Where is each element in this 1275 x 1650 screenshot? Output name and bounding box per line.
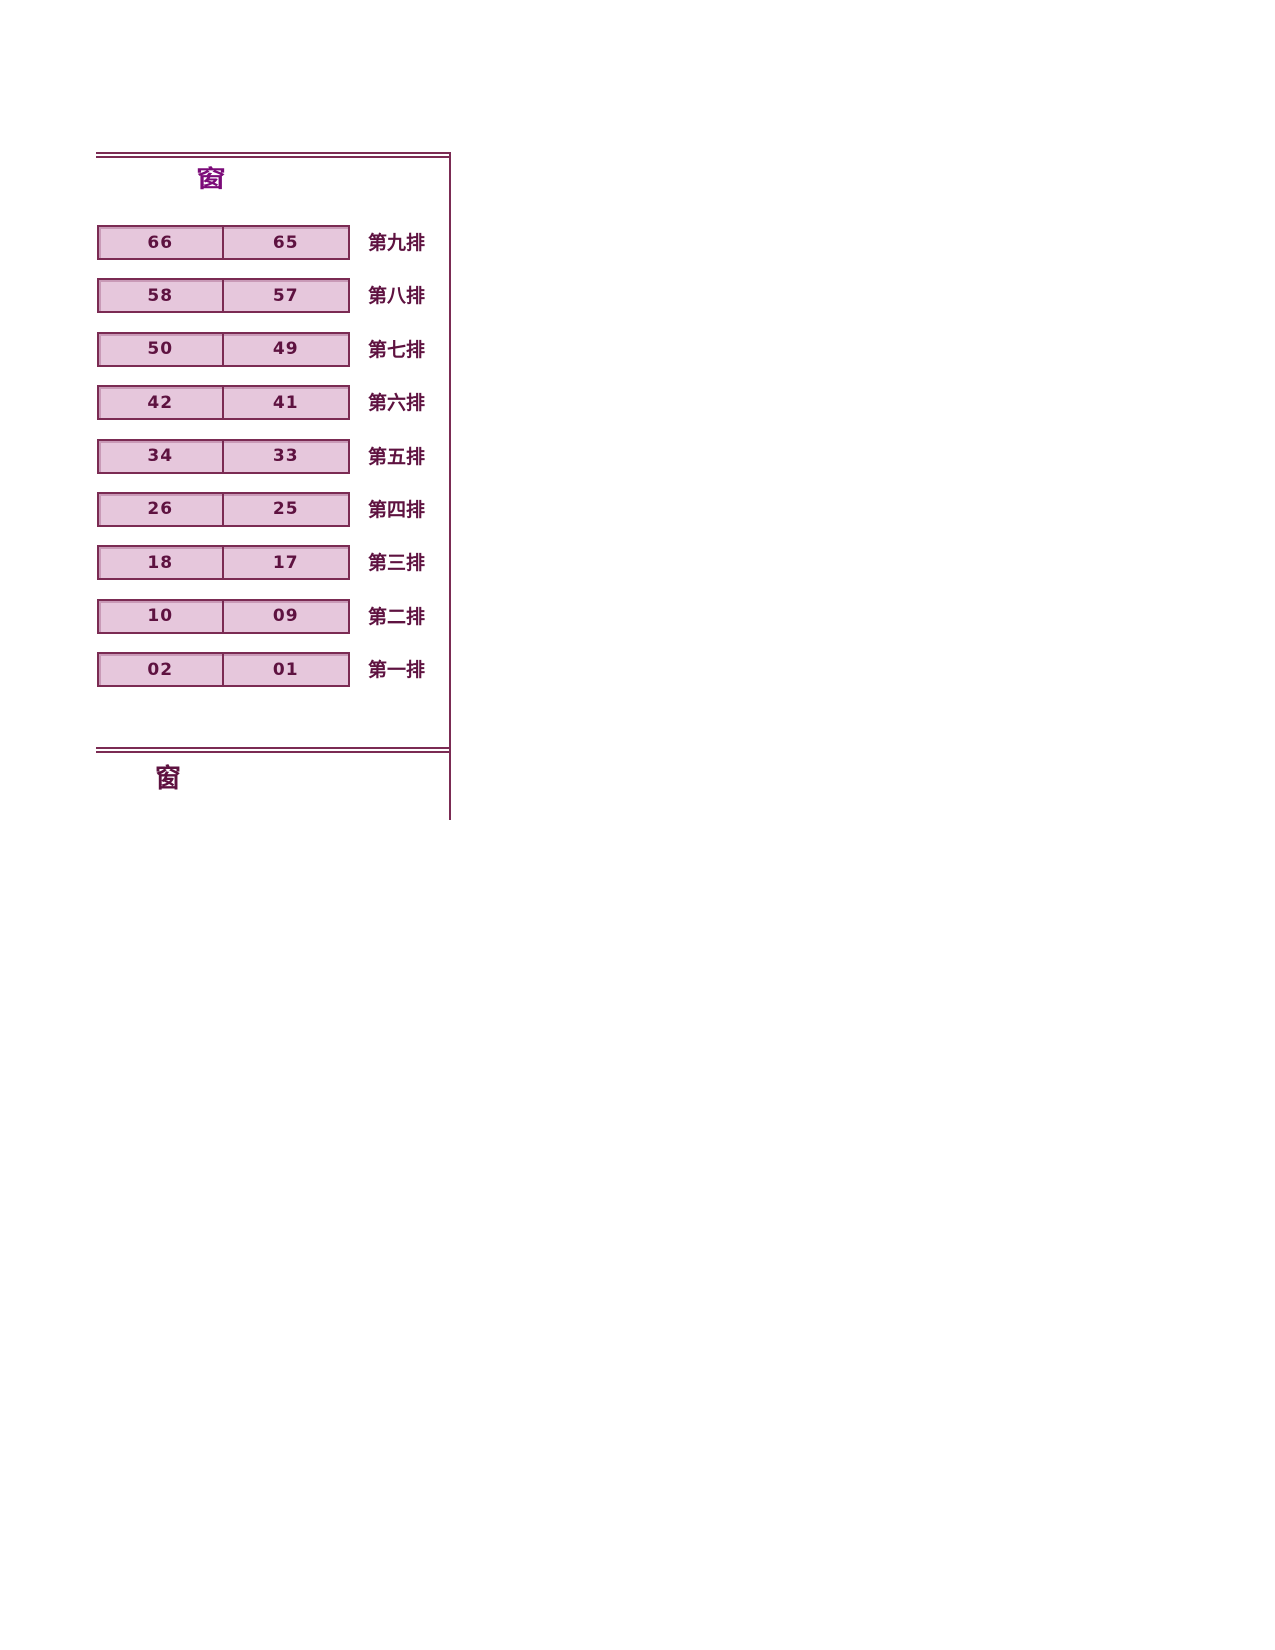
seat-cell[interactable]: 58 [99, 280, 224, 312]
seat-cell[interactable]: 33 [272, 446, 299, 467]
seat-pair[interactable]: 42 41 [97, 385, 350, 421]
seat-pair[interactable]: 34 33 [97, 438, 350, 474]
table-row: 10 09 第二排 [96, 598, 425, 652]
seat-cell[interactable]: 01 [272, 659, 299, 680]
table-row: 02 01 第一排 [96, 652, 425, 705]
row-label: 第四排 [368, 498, 426, 521]
seat-pair[interactable]: 50 49 [97, 331, 350, 367]
row-label: 第六排 [368, 392, 426, 415]
seat-map-container: 66 65 第九排 58 57 第八排 50 49 第七排 42 41 第六 [96, 152, 451, 820]
row-label: 第七排 [368, 338, 426, 361]
seat-cell[interactable]: 10 [99, 600, 224, 632]
table-row: 66 65 第九排 [96, 225, 425, 278]
seat-cell[interactable]: 65 [272, 232, 299, 253]
window-label-top: 窗 [196, 165, 226, 193]
row-label: 第五排 [368, 445, 426, 468]
seat-rows-group: 66 65 第九排 58 57 第八排 50 49 第七排 42 41 第六 [96, 225, 425, 706]
seat-cell[interactable]: 50 [99, 333, 224, 365]
seat-cell[interactable]: 42 [99, 387, 224, 419]
row-label: 第九排 [368, 232, 426, 254]
seat-pair[interactable]: 26 25 [97, 491, 350, 527]
seat-cell[interactable]: 57 [272, 285, 299, 306]
seat-cell[interactable]: 25 [272, 499, 299, 520]
seat-cell[interactable]: 17 [272, 552, 299, 573]
seat-pair[interactable]: 66 65 [97, 225, 350, 260]
seat-cell[interactable]: 18 [99, 547, 224, 579]
seat-cell[interactable]: 49 [272, 339, 299, 360]
seat-cell[interactable]: 26 [99, 493, 224, 525]
table-row: 18 17 第三排 [96, 545, 425, 598]
seat-cell[interactable]: 41 [272, 392, 299, 413]
row-label: 第一排 [368, 659, 426, 682]
seat-cell[interactable]: 02 [99, 654, 224, 686]
bottom-divider-rule [96, 747, 451, 753]
seat-pair[interactable]: 10 09 [97, 598, 350, 634]
seat-cell[interactable]: 09 [272, 606, 299, 627]
seat-cell[interactable]: 34 [99, 440, 224, 472]
table-row: 34 33 第五排 [96, 438, 425, 492]
row-label: 第三排 [368, 552, 426, 575]
table-row: 26 25 第四排 [96, 491, 425, 545]
seat-pair[interactable]: 58 57 [97, 278, 350, 314]
seat-cell[interactable]: 66 [99, 227, 224, 258]
row-label: 第八排 [368, 285, 426, 308]
table-row: 50 49 第七排 [96, 331, 425, 385]
row-label: 第二排 [368, 605, 426, 628]
top-divider-rule [96, 152, 451, 158]
seat-pair[interactable]: 02 01 [97, 652, 350, 688]
seat-pair[interactable]: 18 17 [97, 545, 350, 581]
window-label-bottom: 窗 [155, 764, 182, 794]
table-row: 58 57 第八排 [96, 278, 425, 331]
table-row: 42 41 第六排 [96, 385, 425, 438]
